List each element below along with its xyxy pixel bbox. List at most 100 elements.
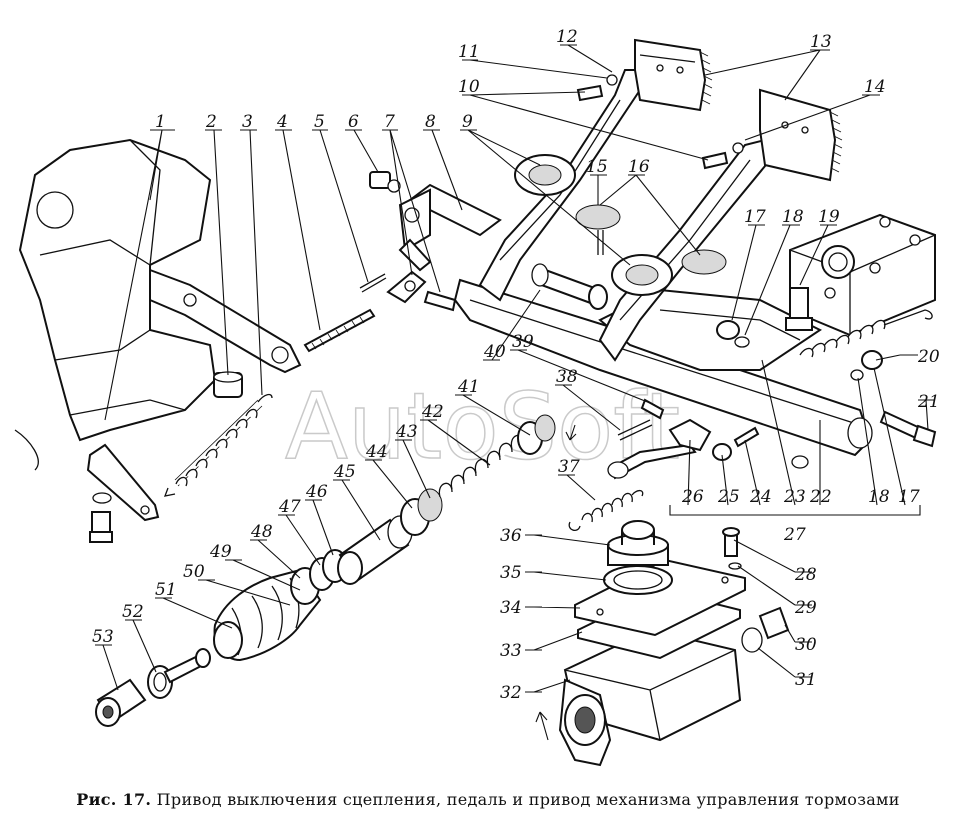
callout-31: 31 (795, 670, 817, 690)
shaft-sleeve (531, 263, 608, 310)
callout-44: 44 (365, 442, 388, 462)
callout-1: 1 (155, 112, 166, 132)
filler-plug (607, 520, 669, 566)
tension-spring (568, 489, 644, 532)
push-rod (303, 308, 376, 353)
callout-23: 23 (783, 487, 806, 507)
piston (337, 515, 413, 585)
brake-pedal-pad (759, 88, 843, 182)
nut-upper (716, 320, 740, 340)
callout-53: 53 (92, 627, 114, 647)
callout-22: 22 (809, 487, 832, 507)
filler-washer (603, 565, 673, 595)
callout-29: 29 (794, 598, 817, 618)
grease-fitting (369, 171, 401, 193)
piston-push-rod (163, 648, 211, 684)
callout-35: 35 (500, 563, 522, 583)
callout-40: 40 (483, 342, 506, 362)
check-valve (517, 414, 556, 455)
callout-39: 39 (512, 332, 534, 352)
clutch-pedal-pad (634, 38, 713, 112)
callout-50: 50 (183, 562, 205, 582)
callout-11: 11 (458, 42, 480, 62)
callout-18: 18 (782, 207, 804, 227)
callout-46: 46 (305, 482, 328, 502)
figure-caption-text: Привод выключения сцепления, педаль и пр… (156, 790, 900, 809)
callout-16: 16 (628, 157, 650, 177)
cup-spacer (417, 488, 443, 522)
figure-label: Рис. 17. (76, 790, 152, 809)
pedal-bolt-lower (701, 142, 744, 170)
callout-48: 48 (250, 522, 273, 542)
bolt-and-washer (89, 492, 113, 543)
callout-51: 51 (155, 580, 177, 600)
nut-right (861, 350, 883, 370)
callout-28: 28 (794, 565, 817, 585)
outlet-fitting-bolt (741, 606, 790, 653)
callout-30: 30 (795, 635, 817, 655)
callout-49: 49 (209, 542, 232, 562)
spring-bracket-plate (86, 443, 160, 522)
figure-caption: Рис. 17. Привод выключения сцепления, пе… (0, 790, 976, 809)
bushing (213, 371, 243, 398)
callout-7: 7 (384, 112, 395, 132)
callout-5: 5 (314, 112, 325, 132)
callout-4: 4 (276, 112, 288, 132)
callout-17: 17 (744, 207, 766, 227)
fork-rod (607, 418, 712, 480)
cotter-pin (359, 273, 387, 293)
pedal-pad-rubber-lower (681, 249, 727, 275)
callout-41: 41 (457, 377, 480, 397)
frame-bracket (14, 138, 217, 471)
callout-8: 8 (425, 112, 436, 132)
flow-arrow-lower (535, 711, 549, 741)
callout-12: 12 (556, 27, 578, 47)
callout-labels: 1 2 3 4 5 6 7 8 9 10 11 12 13 14 15 16 1… (92, 27, 940, 703)
callout-37: 37 (558, 457, 580, 477)
piston-spring (438, 434, 525, 498)
cover-screw (722, 527, 740, 557)
callout-18-lower: 18 (868, 487, 890, 507)
pivot-bolt (879, 410, 937, 448)
callout-33: 33 (500, 641, 522, 661)
callout-36: 36 (500, 526, 522, 546)
callout-43: 43 (395, 422, 418, 442)
callout-2: 2 (205, 112, 217, 132)
retaining-pin (617, 419, 653, 441)
callout-20: 20 (917, 347, 940, 367)
callout-25: 25 (717, 487, 740, 507)
callout-38: 38 (556, 367, 578, 387)
clevis-fork (386, 270, 457, 312)
callout-32: 32 (500, 683, 522, 703)
callout-17-lower: 17 (898, 487, 920, 507)
pedal-return-spring (799, 309, 933, 358)
pedal-bolt-upper (576, 74, 618, 102)
assembly-bracket-27 (669, 505, 921, 516)
master-cylinder-body (558, 628, 742, 767)
callout-6: 6 (348, 112, 359, 132)
flow-arrow-upper (565, 424, 577, 441)
bracket-bolt (712, 426, 809, 469)
callout-34: 34 (500, 598, 522, 618)
washer-upper (734, 336, 750, 348)
callout-47: 47 (278, 497, 301, 517)
pedal-shaft (398, 183, 502, 272)
callout-42: 42 (421, 402, 444, 422)
pivot-pin (640, 398, 665, 420)
leader-lines (95, 44, 935, 693)
washer-right (850, 369, 864, 381)
callout-21: 21 (917, 392, 940, 412)
pedal-bracket (453, 278, 873, 457)
pedal-boot-upper (514, 154, 576, 196)
callout-14: 14 (864, 77, 886, 97)
callout-13: 13 (810, 32, 832, 52)
pedal-boot-lower (611, 254, 673, 296)
callout-26: 26 (681, 487, 704, 507)
callout-52: 52 (122, 602, 144, 622)
callout-3: 3 (242, 112, 253, 132)
callout-15: 15 (586, 157, 608, 177)
callout-9: 9 (462, 112, 473, 132)
cylinder-bolt (785, 287, 813, 331)
